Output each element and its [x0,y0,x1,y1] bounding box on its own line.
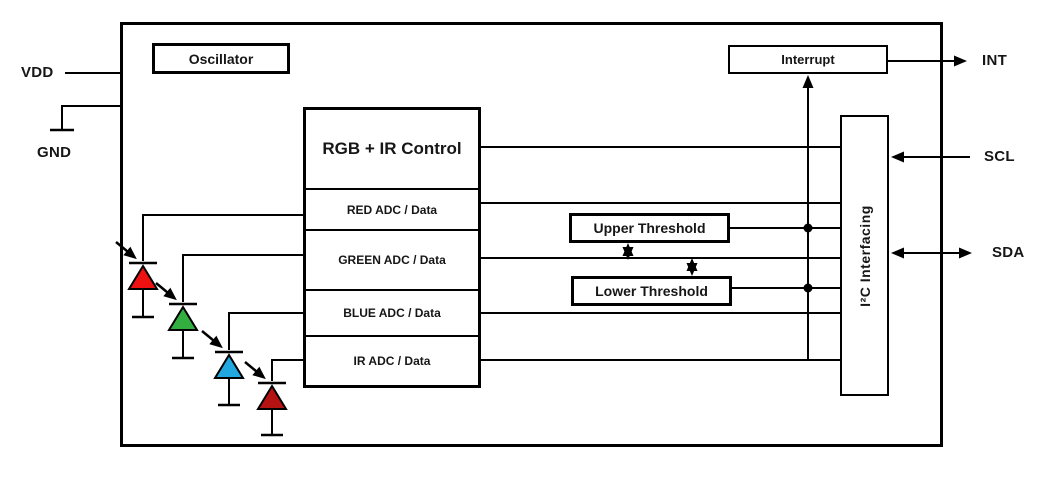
green-adc-section: GREEN ADC / Data [306,229,478,289]
upper-threshold-block: Upper Threshold [569,213,730,243]
red-photodiode-light-arrow [115,241,137,260]
lower-threshold-label: Lower Threshold [595,283,708,299]
green-photodiode-light-arrow [155,282,177,301]
red-photodiode-icon [115,214,303,319]
ir-photodiode-icon [244,359,303,437]
ir-photodiode-lead [271,359,303,381]
sda-pin-label: SDA [992,244,1025,261]
red-photodiode-triangle [127,264,159,290]
blue-photodiode-light-arrow [201,330,223,349]
i2c-interfacing-block: I²C Interfacing [840,115,889,396]
blue-photodiode-triangle [213,353,245,379]
upper-threshold-label: Upper Threshold [593,220,706,236]
red-photodiode-lead [142,214,303,261]
rgb-ir-control-block: RGB + IR Control RED ADC / Data GREEN AD… [303,107,481,388]
green-photodiode-icon [155,254,303,360]
interrupt-label: Interrupt [781,52,835,67]
oscillator-label: Oscillator [188,50,254,67]
vdd-pin-label: VDD [21,64,54,81]
scl-pin-label: SCL [984,148,1015,165]
green-photodiode-lead [182,254,303,302]
ir-adc-section: IR ADC / Data [306,335,478,385]
blue-adc-section: BLUE ADC / Data [306,289,478,335]
int-pin-label: INT [982,52,1008,69]
ir-photodiode-light-arrow [244,361,266,380]
chip-boundary [120,22,943,447]
ir-photodiode-triangle [256,384,288,410]
rgb-ir-control-title: RGB + IR Control [322,139,462,158]
junction-dot-lower [803,283,813,293]
i2c-interfacing-label: I²C Interfacing [856,204,873,307]
green-photodiode-triangle [167,305,199,331]
lower-threshold-block: Lower Threshold [571,276,732,306]
red-adc-section: RED ADC / Data [306,188,478,229]
gnd-wire [61,105,121,129]
junction-dot-upper [803,223,813,233]
gnd-pin-label: GND [37,144,72,161]
blue-photodiode-icon [201,312,303,407]
wires [50,55,972,437]
blue-photodiode-lead [228,312,303,350]
oscillator-block: Oscillator [152,43,290,74]
interrupt-block: Interrupt [728,45,888,74]
